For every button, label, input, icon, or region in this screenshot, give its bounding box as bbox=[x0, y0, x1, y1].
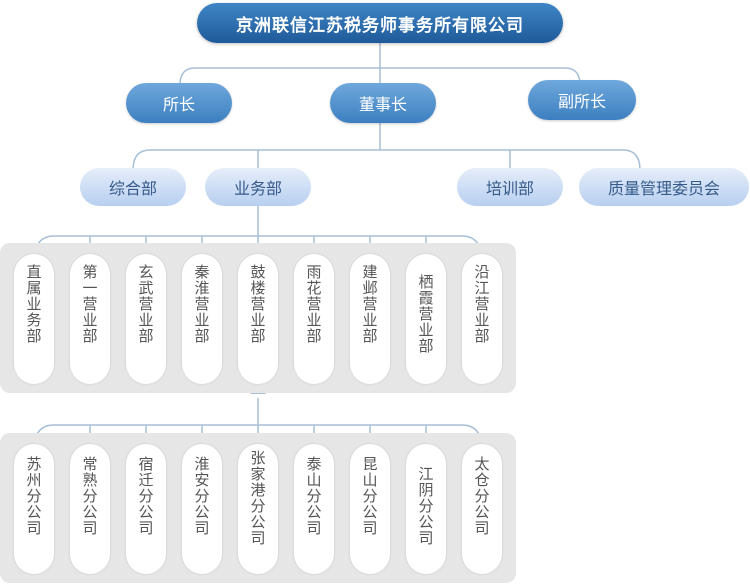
sales-office-item: 玄武营业部 bbox=[126, 254, 166, 384]
branch-item: 宿迁分公司 bbox=[126, 444, 166, 574]
sales-office-item: 鼓楼营业部 bbox=[238, 254, 278, 384]
business-dept-node: 业务部 bbox=[205, 168, 311, 206]
quality-committee-node: 质量管理委员会 bbox=[579, 168, 749, 206]
branch-item: 昆山分公司 bbox=[350, 444, 390, 574]
sales-office-item: 建邺营业部 bbox=[350, 254, 390, 384]
deputy-director-node: 副所长 bbox=[528, 80, 636, 120]
branch-item: 张家港分公司 bbox=[238, 444, 278, 574]
sales-office-item: 第一营业部 bbox=[70, 254, 110, 384]
company-node: 京洲联信江苏税务师事务所有限公司 bbox=[197, 3, 563, 43]
training-dept-node: 培训部 bbox=[457, 168, 563, 206]
branch-item: 淮安分公司 bbox=[182, 444, 222, 574]
sales-office-item: 栖霞营业部 bbox=[406, 254, 446, 384]
branch-item: 江阴分公司 bbox=[406, 444, 446, 574]
sales-office-item: 秦淮营业部 bbox=[182, 254, 222, 384]
branch-item: 太仓分公司 bbox=[462, 444, 502, 574]
general-dept-node: 综合部 bbox=[80, 168, 186, 206]
branch-item: 常熟分公司 bbox=[70, 444, 110, 574]
branch-item: 泰山分公司 bbox=[294, 444, 334, 574]
director-node: 所长 bbox=[126, 83, 232, 123]
sales-office-item: 沿江营业部 bbox=[462, 254, 502, 384]
branch-item: 苏州分公司 bbox=[14, 444, 54, 574]
sales-office-item: 雨花营业部 bbox=[294, 254, 334, 384]
chairman-node: 董事长 bbox=[330, 83, 436, 123]
sales-office-item: 直属业务部 bbox=[14, 254, 54, 384]
